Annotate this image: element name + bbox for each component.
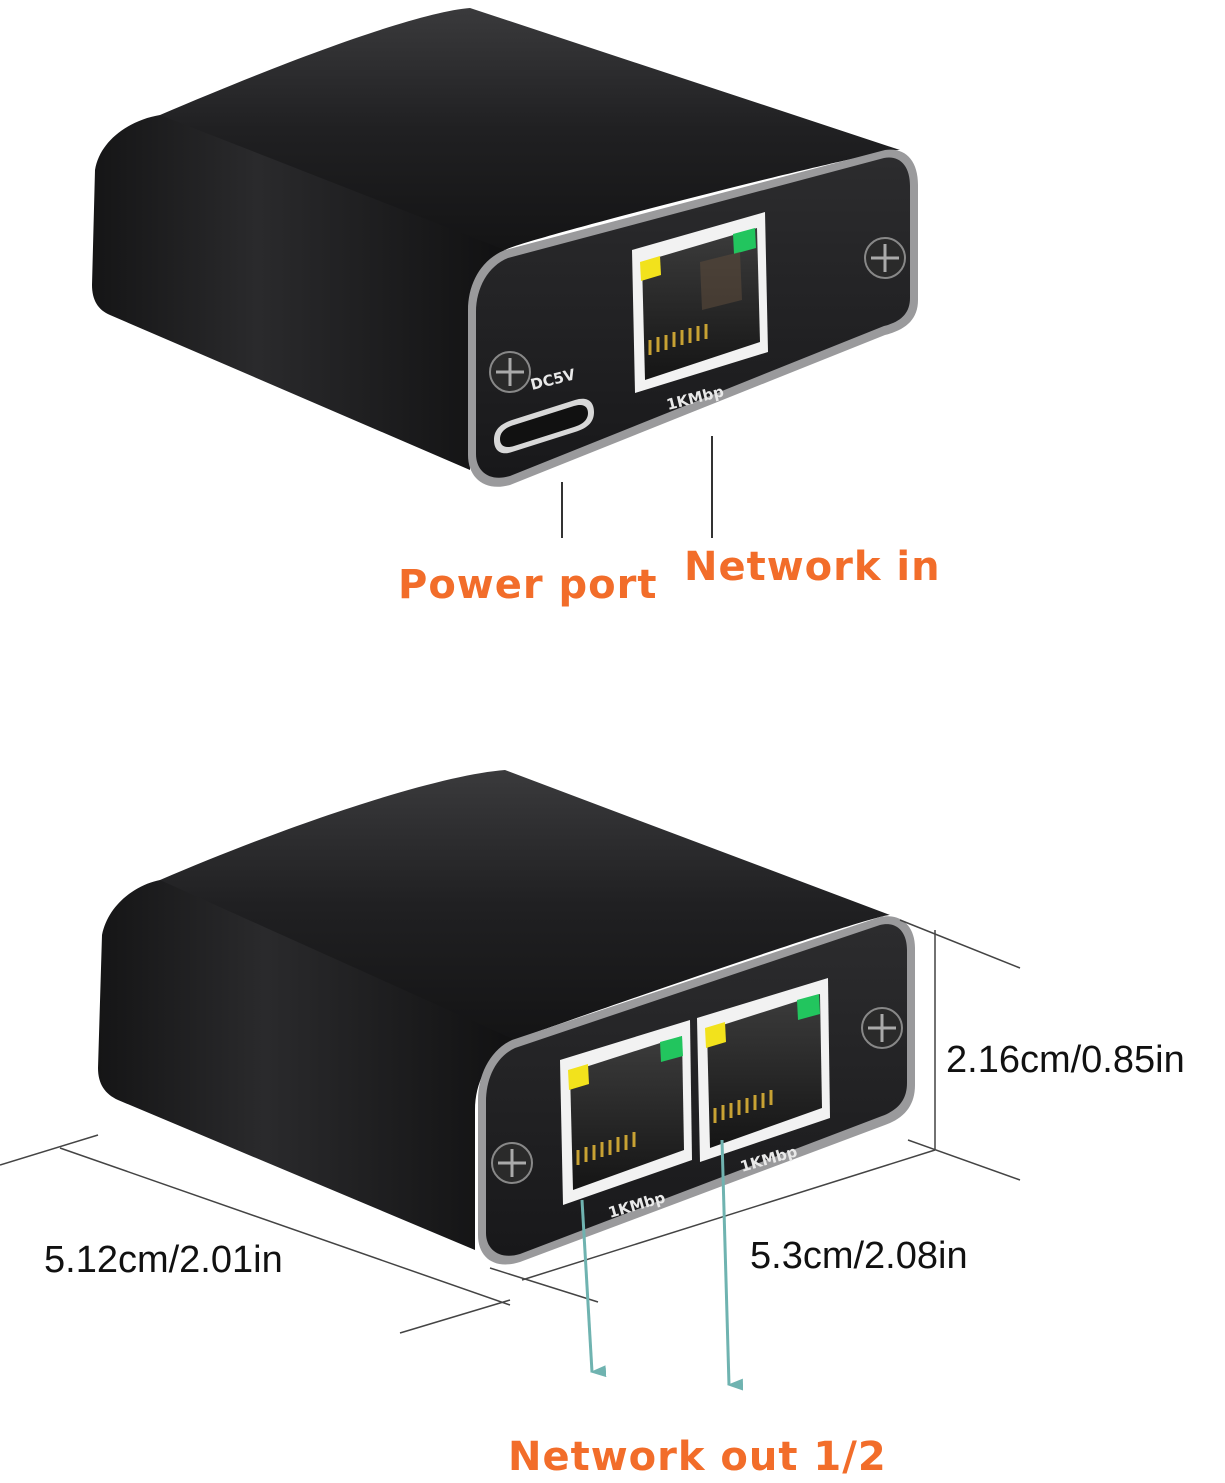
screw-icon [489,351,531,393]
top-device-side [92,115,505,470]
led-yellow [568,1064,589,1090]
network-in-callout: Network in [684,544,941,590]
screw-icon [864,237,906,279]
top-device: 1KMbp DC5V [92,8,918,487]
bottom-device: 1KMbp 1KMbp [98,770,915,1265]
network-out-callout: Network out 1/2 [508,1434,887,1480]
rj45-contacts [648,324,708,355]
depth-dimension-label: 5.12cm/2.01in [44,1239,283,1281]
led-green [733,228,756,254]
led-yellow [640,256,661,281]
height-dimension-label: 2.16cm/0.85in [946,1039,1185,1081]
top-rj45-port[interactable] [632,212,768,393]
led-yellow [705,1022,726,1048]
led-green [797,994,820,1020]
network-out-1-arrow [580,1199,607,1378]
bottom-rj45-port-2[interactable] [697,978,830,1162]
bottom-rj45-port-1[interactable] [560,1020,692,1205]
dimension-lines [0,919,1021,1334]
rj45-contacts [576,1132,636,1165]
network-out-2-arrow [720,1139,744,1391]
rj45-contacts [713,1090,773,1123]
usb-c-power-port[interactable] [494,398,594,454]
power-port-callout: Power port [398,562,658,608]
bottom-device-side [98,880,515,1250]
screw-icon [861,1007,903,1049]
led-green [660,1036,683,1062]
width-dimension-label: 5.3cm/2.08in [750,1235,968,1277]
screw-icon [491,1142,533,1184]
